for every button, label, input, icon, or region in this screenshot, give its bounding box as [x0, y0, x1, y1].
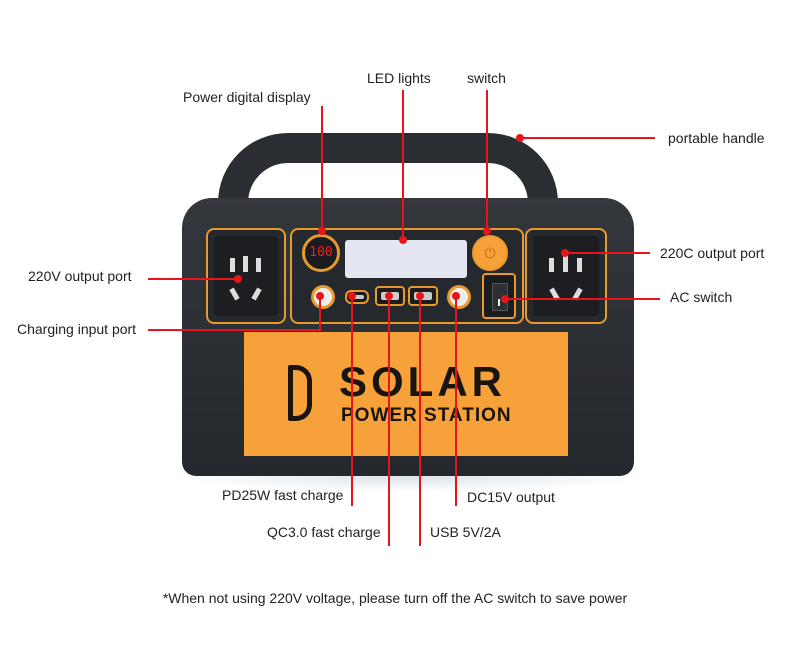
callout-line — [565, 252, 650, 254]
callout-line — [486, 90, 488, 232]
callout-line — [351, 296, 353, 506]
socket-face — [533, 236, 599, 316]
callout-dc15v: DC15V output — [467, 489, 555, 505]
callout-line — [388, 296, 390, 546]
socket-pin — [577, 258, 582, 272]
callout-dot — [516, 134, 524, 142]
callout-dot — [483, 227, 491, 235]
callout-dot — [501, 295, 509, 303]
callout-line — [505, 298, 660, 300]
rocker-mark — [498, 299, 500, 306]
callout-pd25w: PD25W fast charge — [222, 487, 344, 503]
callout-dot — [399, 236, 407, 244]
callout-dot — [452, 292, 460, 300]
callout-line — [148, 278, 238, 280]
socket-pin — [243, 256, 248, 272]
callout-dot — [385, 292, 393, 300]
control-panel: 100 ⏻ — [290, 228, 524, 324]
callout-dot — [318, 227, 326, 235]
brand-title: SOLAR — [339, 358, 506, 405]
callout-220v-output: 220V output port — [28, 268, 132, 284]
callout-power-display: Power digital display — [183, 89, 311, 105]
callout-ac-switch: AC switch — [670, 289, 733, 305]
callout-usb: USB 5V/2A — [430, 524, 501, 540]
socket-pin — [563, 256, 568, 272]
callout-switch: switch — [467, 70, 506, 86]
callout-portable-handle: portable handle — [668, 130, 765, 146]
callout-dot — [416, 292, 424, 300]
brand-subtitle: POWER STATION — [341, 405, 512, 426]
led-light-panel — [345, 240, 467, 278]
ac-outlet-220c — [525, 228, 607, 324]
callout-220c-output: 220C output port — [660, 245, 765, 261]
callout-dot — [234, 275, 242, 283]
callout-dot — [561, 249, 569, 257]
ac-switch[interactable] — [482, 273, 516, 319]
callout-line — [520, 137, 655, 139]
power-digital-display: 100 — [302, 234, 340, 272]
callout-dot — [348, 292, 356, 300]
ac-outlet-220v — [206, 228, 286, 324]
callout-line — [319, 296, 321, 331]
socket-pin — [549, 258, 554, 272]
socket-pin — [256, 258, 261, 272]
callout-dot — [316, 292, 324, 300]
callout-line — [321, 106, 323, 232]
socket-face — [214, 236, 278, 316]
callout-line — [419, 296, 421, 546]
callout-qc30: QC3.0 fast charge — [267, 524, 381, 540]
callout-charging-input: Charging input port — [17, 321, 137, 337]
callout-line — [148, 329, 321, 331]
footnote: *When not using 220V voltage, please tur… — [162, 590, 628, 606]
socket-pin — [230, 258, 235, 272]
power-switch-button[interactable]: ⏻ — [472, 235, 508, 271]
brand-label: SOLAR POWER STATION — [244, 332, 568, 456]
callout-led-lights: LED lights — [367, 70, 431, 86]
callout-line — [455, 296, 457, 506]
brand-logo-icon — [288, 365, 312, 421]
callout-line — [402, 90, 404, 240]
